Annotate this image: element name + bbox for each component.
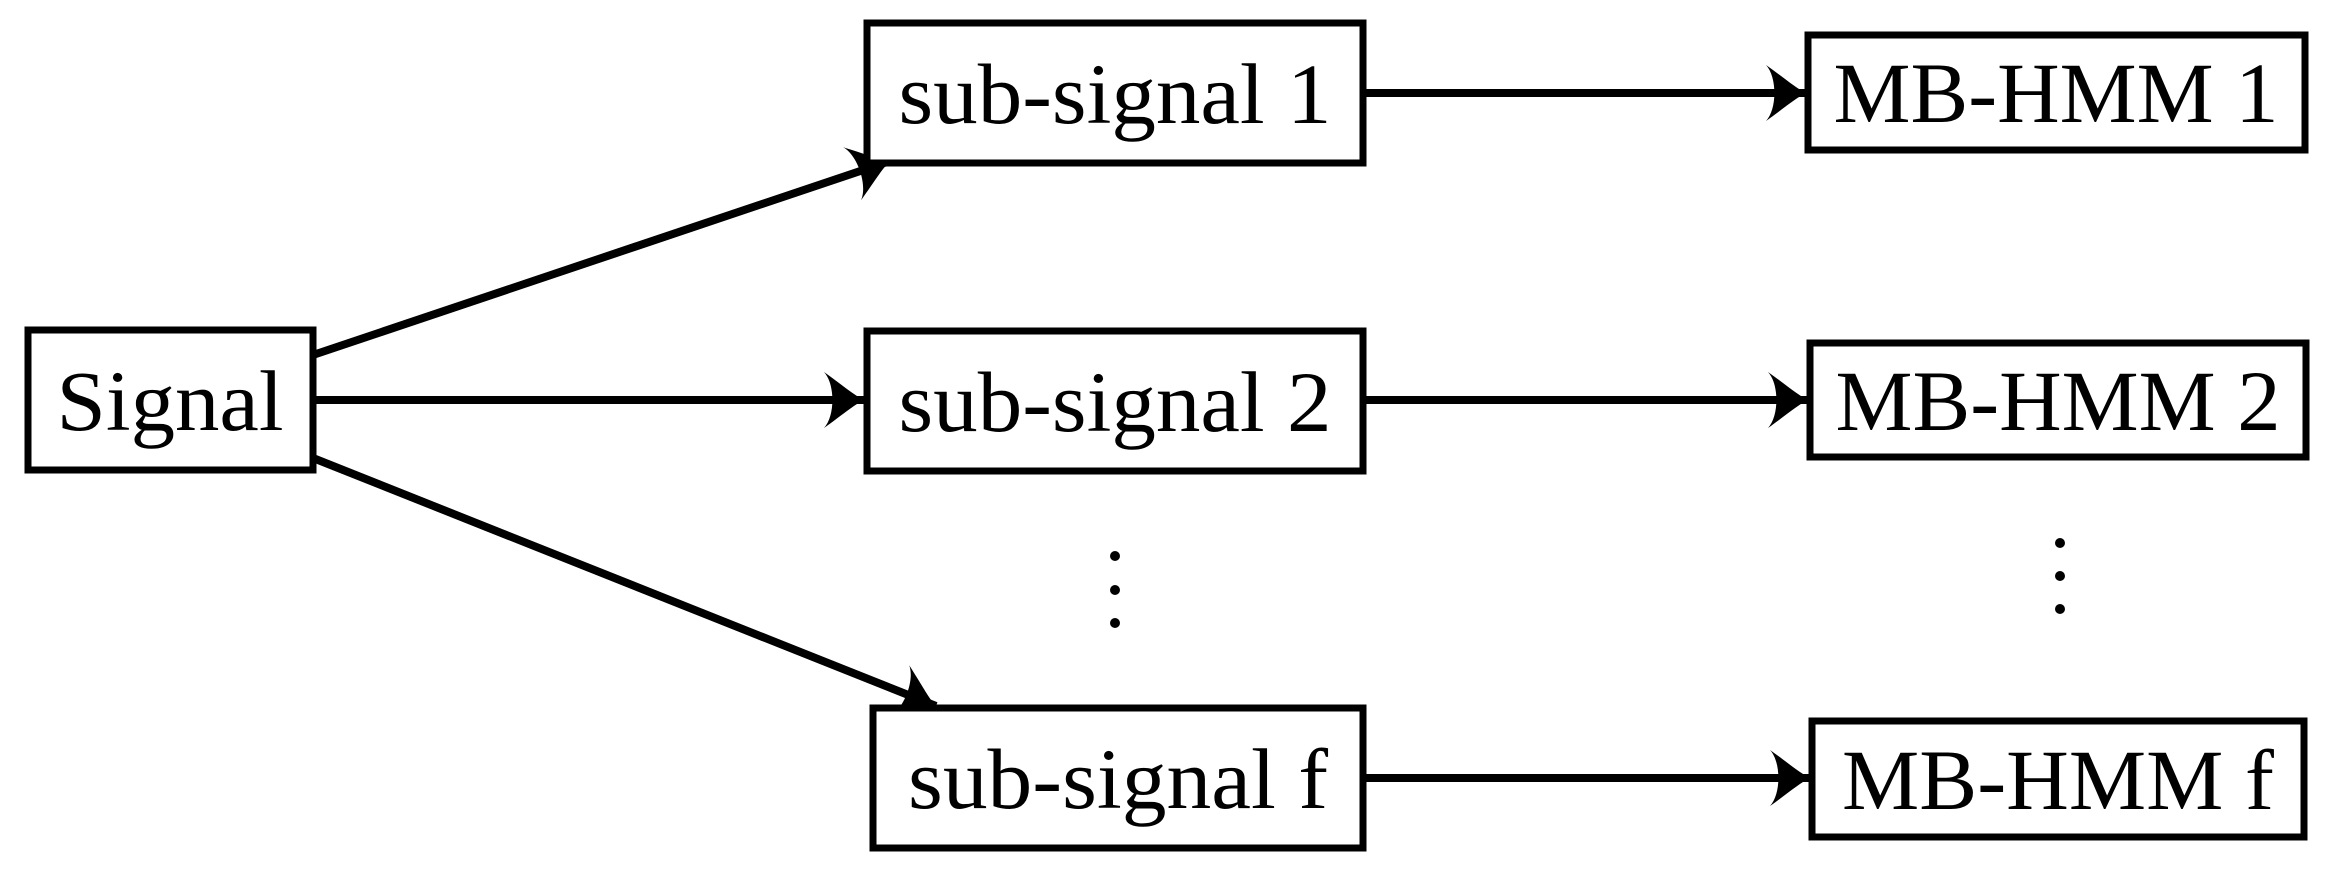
ellipsis-dot xyxy=(1110,585,1120,595)
sub-signal-f-box xyxy=(869,704,1367,852)
mb-hmm-f-box xyxy=(1808,717,2308,841)
sub-signal-2-box xyxy=(863,327,1367,475)
ellipsis-dot xyxy=(2055,538,2065,548)
vertical-ellipsis-sub-signals xyxy=(1110,551,1120,628)
mb-hmm-1-label: MB-HMM 1 xyxy=(1834,45,2279,141)
sub-signal-1-box xyxy=(863,19,1367,167)
mb-hmm-2-box xyxy=(1806,339,2310,461)
signal-label: Signal xyxy=(57,353,284,449)
ellipsis-dot xyxy=(2055,604,2065,614)
arrow-signal-to-sub-signal-f xyxy=(311,454,938,718)
signal-box xyxy=(24,326,317,474)
mb-hmm-f-label: MB-HMM f xyxy=(1842,732,2274,828)
ellipsis-dot xyxy=(1110,618,1120,628)
mb-hmm-2-label: MB-HMM 2 xyxy=(1836,353,2281,449)
arrow-signal-to-sub-signal-1 xyxy=(311,147,892,359)
ellipsis-dot xyxy=(2055,571,2065,581)
mb-hmm-1-box xyxy=(1804,31,2309,154)
vertical-ellipsis-mb-hmms xyxy=(2055,538,2065,614)
sub-signal-2-label: sub-signal 2 xyxy=(899,354,1332,450)
ellipsis-dot xyxy=(1110,551,1120,561)
sub-signal-f-label: sub-signal f xyxy=(908,731,1328,827)
sub-signal-1-label: sub-signal 1 xyxy=(899,46,1332,142)
